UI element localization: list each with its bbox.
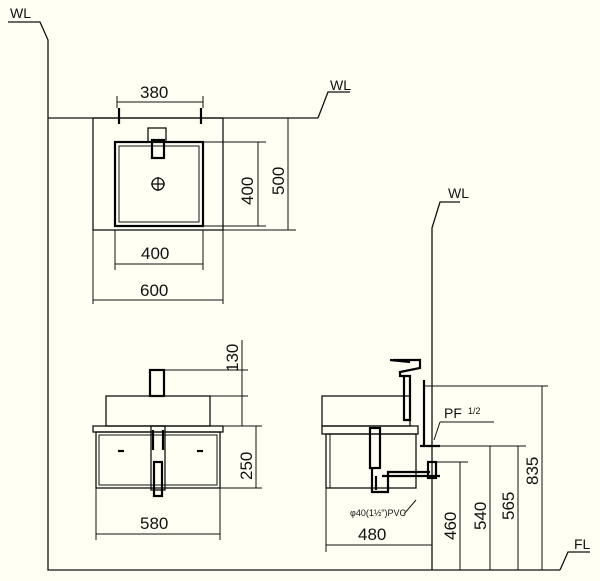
plan-view	[92, 108, 224, 231]
wl-label-side: WL	[448, 185, 469, 201]
faucet-plan	[147, 127, 167, 143]
basin-front	[105, 395, 211, 427]
dim-250: 250	[237, 452, 256, 480]
pf-label: PF	[444, 405, 462, 421]
side-view	[321, 201, 460, 570]
dim-130: 130	[223, 344, 242, 372]
front-view	[92, 368, 224, 498]
dim-400-width: 400	[141, 244, 169, 263]
plan-dimensions: 380 400 600 400 500	[92, 83, 296, 304]
dim-380: 380	[140, 83, 168, 102]
faucet-front	[148, 368, 166, 398]
dim-540: 540	[471, 502, 490, 530]
drain-front	[150, 425, 166, 491]
wall-frame	[8, 21, 560, 571]
pipe-label: φ40(1½")PVC	[350, 508, 407, 518]
basin-side	[321, 395, 411, 427]
dim-460: 460	[441, 512, 460, 540]
wl-label-plan: WL	[330, 77, 351, 93]
dim-500: 500	[269, 167, 288, 195]
pf-size-label: 1/2	[468, 406, 481, 416]
fl-label: FL	[574, 536, 591, 552]
faucet-side	[393, 358, 422, 422]
dim-480: 480	[358, 525, 386, 544]
dim-400-depth: 400	[238, 177, 257, 205]
basin-inner	[118, 145, 200, 223]
drain-side	[368, 426, 382, 470]
dim-835: 835	[523, 457, 542, 485]
dim-580: 580	[140, 514, 168, 533]
p-trap	[370, 468, 430, 494]
cabinet-front	[95, 431, 221, 489]
dim-565: 565	[499, 492, 518, 520]
wl-label-top-left: WL	[10, 5, 31, 21]
side-dimensions: 480 460 540 565 835	[325, 385, 590, 571]
front-dimensions: 130 250 580	[95, 340, 262, 540]
counter-outline	[92, 117, 224, 231]
dim-600: 600	[140, 281, 168, 300]
